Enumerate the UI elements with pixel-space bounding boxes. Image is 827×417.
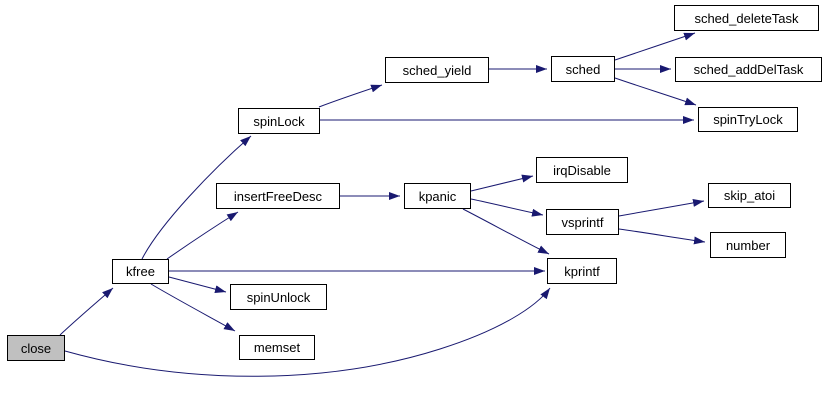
node-sched_yield[interactable]: sched_yield [385, 57, 489, 83]
node-spinLock[interactable]: spinLock [238, 108, 320, 134]
node-label: sched [565, 61, 601, 77]
node-label: number [725, 237, 771, 253]
node-label: spinUnlock [246, 289, 311, 305]
node-label: sched_yield [402, 62, 472, 78]
node-label: close [20, 340, 52, 356]
node-kpanic[interactable]: kpanic [404, 183, 471, 209]
edge-sched-to-spinTryLock [614, 77, 697, 106]
node-label: spinLock [253, 113, 305, 129]
edge-sched-to-sched_deleteTask [614, 32, 696, 61]
node-vsprintf[interactable]: vsprintf [546, 209, 619, 235]
node-label: sched_deleteTask [694, 10, 799, 26]
edge-kfree-to-spinLock [141, 135, 252, 260]
edge-kpanic-to-kprintf [462, 208, 550, 255]
edge-kpanic-to-vsprintf [470, 198, 544, 217]
node-number[interactable]: number [710, 232, 786, 258]
edge-kfree-to-spinUnlock [168, 276, 227, 294]
node-spinUnlock[interactable]: spinUnlock [230, 284, 327, 310]
node-label: sched_addDelTask [693, 62, 804, 77]
node-kfree[interactable]: kfree [112, 259, 169, 284]
node-skip_atoi[interactable]: skip_atoi [708, 183, 791, 208]
edge-kpanic-to-irqDisable [470, 174, 534, 192]
node-label: insertFreeDesc [233, 188, 323, 204]
edge-vsprintf-to-number [618, 228, 706, 245]
node-sched_addDelTask[interactable]: sched_addDelTask [675, 57, 822, 82]
node-close: close [7, 335, 65, 361]
node-label: memset [253, 340, 301, 355]
node-sched[interactable]: sched [551, 56, 615, 82]
edge-spinLock-to-sched_yield [318, 84, 383, 108]
node-kprintf[interactable]: kprintf [547, 258, 617, 284]
node-label: vsprintf [561, 214, 604, 230]
edge-vsprintf-to-skip_atoi [618, 198, 705, 217]
node-irqDisable[interactable]: irqDisable [536, 157, 628, 183]
node-label: kfree [126, 264, 155, 279]
node-sched_deleteTask[interactable]: sched_deleteTask [674, 5, 819, 31]
node-label: irqDisable [553, 162, 611, 178]
node-label: spinTryLock [713, 112, 783, 127]
edge-close-to-kfree [59, 287, 114, 336]
edge-kfree-to-insertFreeDesc [166, 211, 239, 260]
node-insertFreeDesc[interactable]: insertFreeDesc [216, 183, 340, 209]
edge-kfree-to-memset [150, 283, 236, 332]
node-label: kprintf [564, 263, 600, 279]
edge-close-to-kprintf [64, 287, 551, 377]
node-label: skip_atoi [723, 188, 776, 203]
node-memset[interactable]: memset [239, 335, 315, 360]
node-spinTryLock[interactable]: spinTryLock [698, 107, 798, 132]
node-label: kpanic [418, 188, 457, 204]
